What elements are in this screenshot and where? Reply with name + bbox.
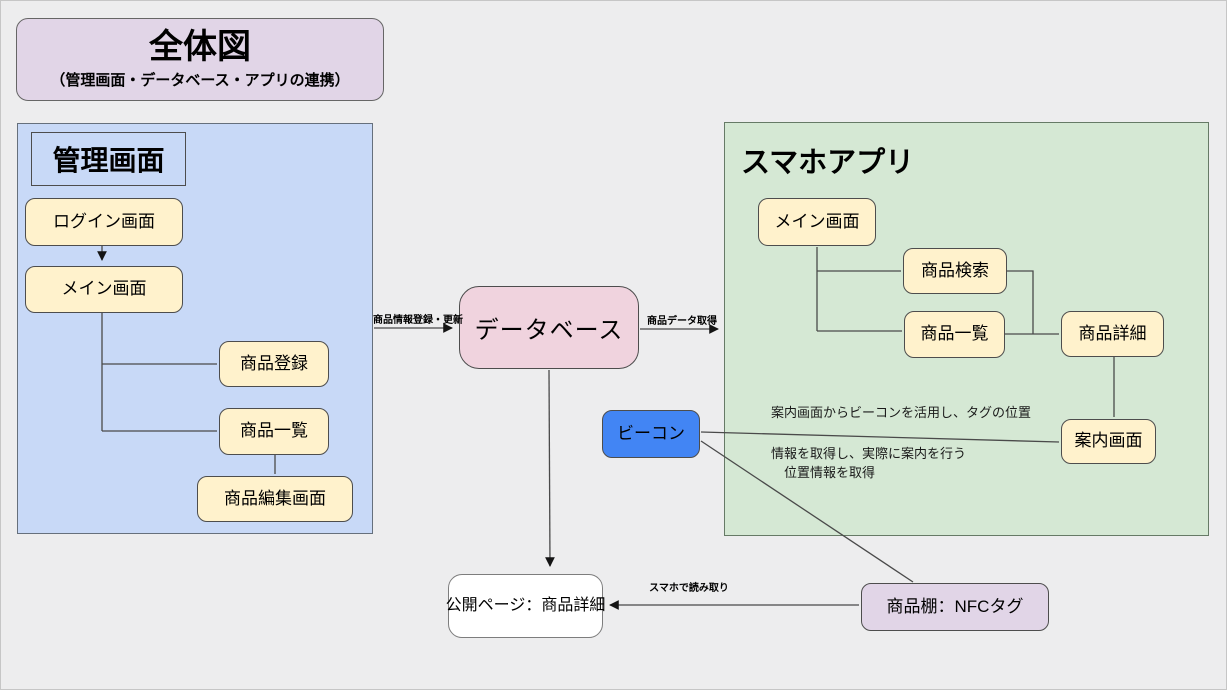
edge-label-register-update: 商品情報登録・更新 (373, 315, 463, 326)
node-app-product-search[interactable]: 商品検索 (903, 248, 1007, 294)
node-admin-product-register[interactable]: 商品登録 (219, 341, 329, 387)
diagram-title: 全体図 (149, 28, 251, 67)
node-app-main-screen[interactable]: メイン画面 (758, 198, 876, 246)
beacon-annotation: 案内画面からビーコンを活用し、タグの位置 情報を取得し、実際に案内を行う (771, 382, 1031, 465)
edge-label-fetch-data: 商品データ取得 (647, 316, 717, 327)
node-admin-main-screen[interactable]: メイン画面 (25, 266, 183, 313)
overview-title-box[interactable]: 全体図 （管理画面・データベース・アプリの連携） (16, 18, 384, 101)
beacon-annotation-line1: 案内画面からビーコンを活用し、タグの位置 (771, 404, 1032, 420)
node-database[interactable]: データベース (459, 286, 639, 369)
edge-label-read-by-phone: スマホで読み取り (649, 583, 729, 594)
beacon-annotation-line2: 情報を取得し、実際に案内を行う (771, 446, 967, 462)
app-panel-title: スマホアプリ (741, 147, 915, 179)
node-shelf-nfc-tag[interactable]: 商品棚：NFCタグ (861, 583, 1049, 631)
node-app-guide-screen[interactable]: 案内画面 (1061, 419, 1156, 464)
admin-panel[interactable] (17, 123, 373, 534)
node-admin-product-list[interactable]: 商品一覧 (219, 408, 329, 455)
node-app-product-detail[interactable]: 商品詳細 (1061, 311, 1164, 357)
node-admin-product-edit-screen[interactable]: 商品編集画面 (197, 476, 353, 522)
edge-label-get-location: 位置情報を取得 (784, 465, 876, 480)
admin-panel-title: 管理画面 (31, 132, 186, 186)
node-beacon[interactable]: ビーコン (602, 410, 700, 458)
node-admin-login-screen[interactable]: ログイン画面 (25, 198, 183, 246)
node-app-product-list[interactable]: 商品一覧 (904, 311, 1005, 358)
node-public-page-product-detail[interactable]: 公開ページ：商品詳細 (446, 574, 605, 638)
diagram-subtitle: （管理画面・データベース・アプリの連携） (50, 71, 350, 89)
